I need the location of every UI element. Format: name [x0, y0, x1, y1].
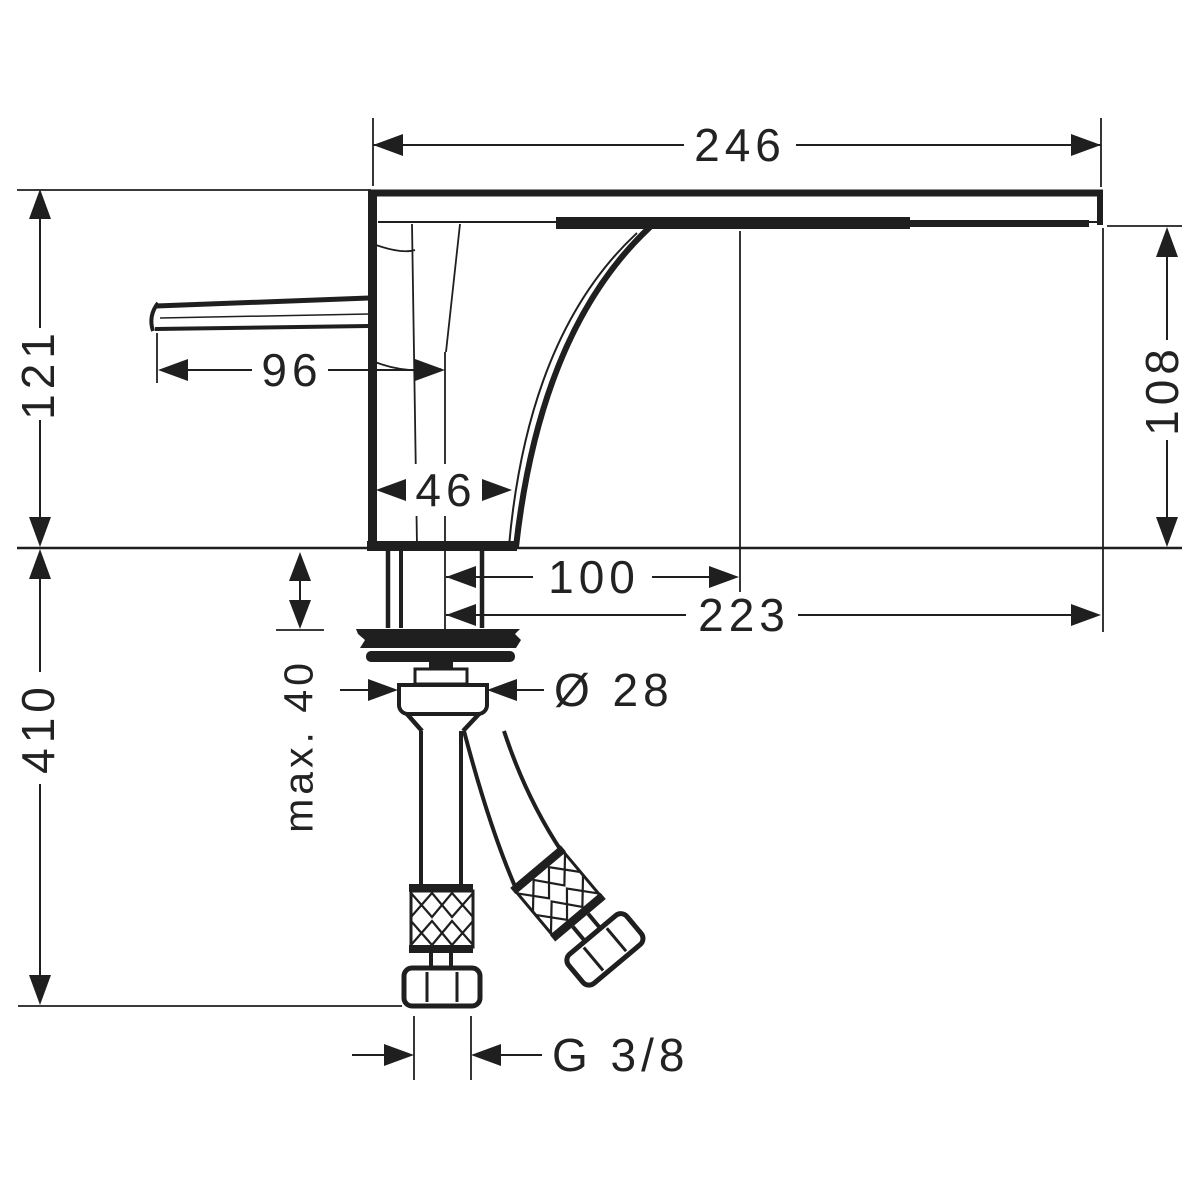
dim-body-depth-label: 46 [415, 464, 476, 516]
dim-connection-thread-label: G 3/8 [552, 1029, 690, 1081]
dimension-lines [29, 134, 1178, 1066]
dim-max-deck-thickness-label: max. 40 [275, 659, 321, 833]
dim-spout-projection-label: 223 [698, 589, 790, 641]
braid-pattern [410, 891, 474, 947]
dim-handle-length-label: 96 [261, 344, 322, 396]
lever-handle [149, 295, 370, 332]
supply-hose-right [462, 730, 646, 988]
dim-shank-diameter-label: Ø 28 [554, 664, 674, 716]
dim-spout-height-label: 108 [1136, 344, 1188, 436]
hose-hex-nut-left [401, 965, 483, 1009]
set-screw [413, 667, 469, 686]
base-flange [367, 541, 517, 551]
dim-overall-width-label: 246 [694, 119, 786, 171]
hose-hex-nut-right [564, 911, 646, 988]
spout-outlet-bar [556, 217, 910, 229]
supply-hose-left [401, 731, 483, 1009]
body-curve [513, 224, 653, 548]
dim-hose-length-label: 410 [12, 682, 64, 774]
mounting-nut [397, 683, 489, 716]
dim-outlet-projection-label: 100 [548, 551, 640, 603]
rubber-washer [356, 629, 521, 648]
dim-height-above-deck-label: 121 [12, 328, 64, 420]
metal-washer [366, 651, 515, 662]
extension-lines [17, 118, 1182, 1080]
